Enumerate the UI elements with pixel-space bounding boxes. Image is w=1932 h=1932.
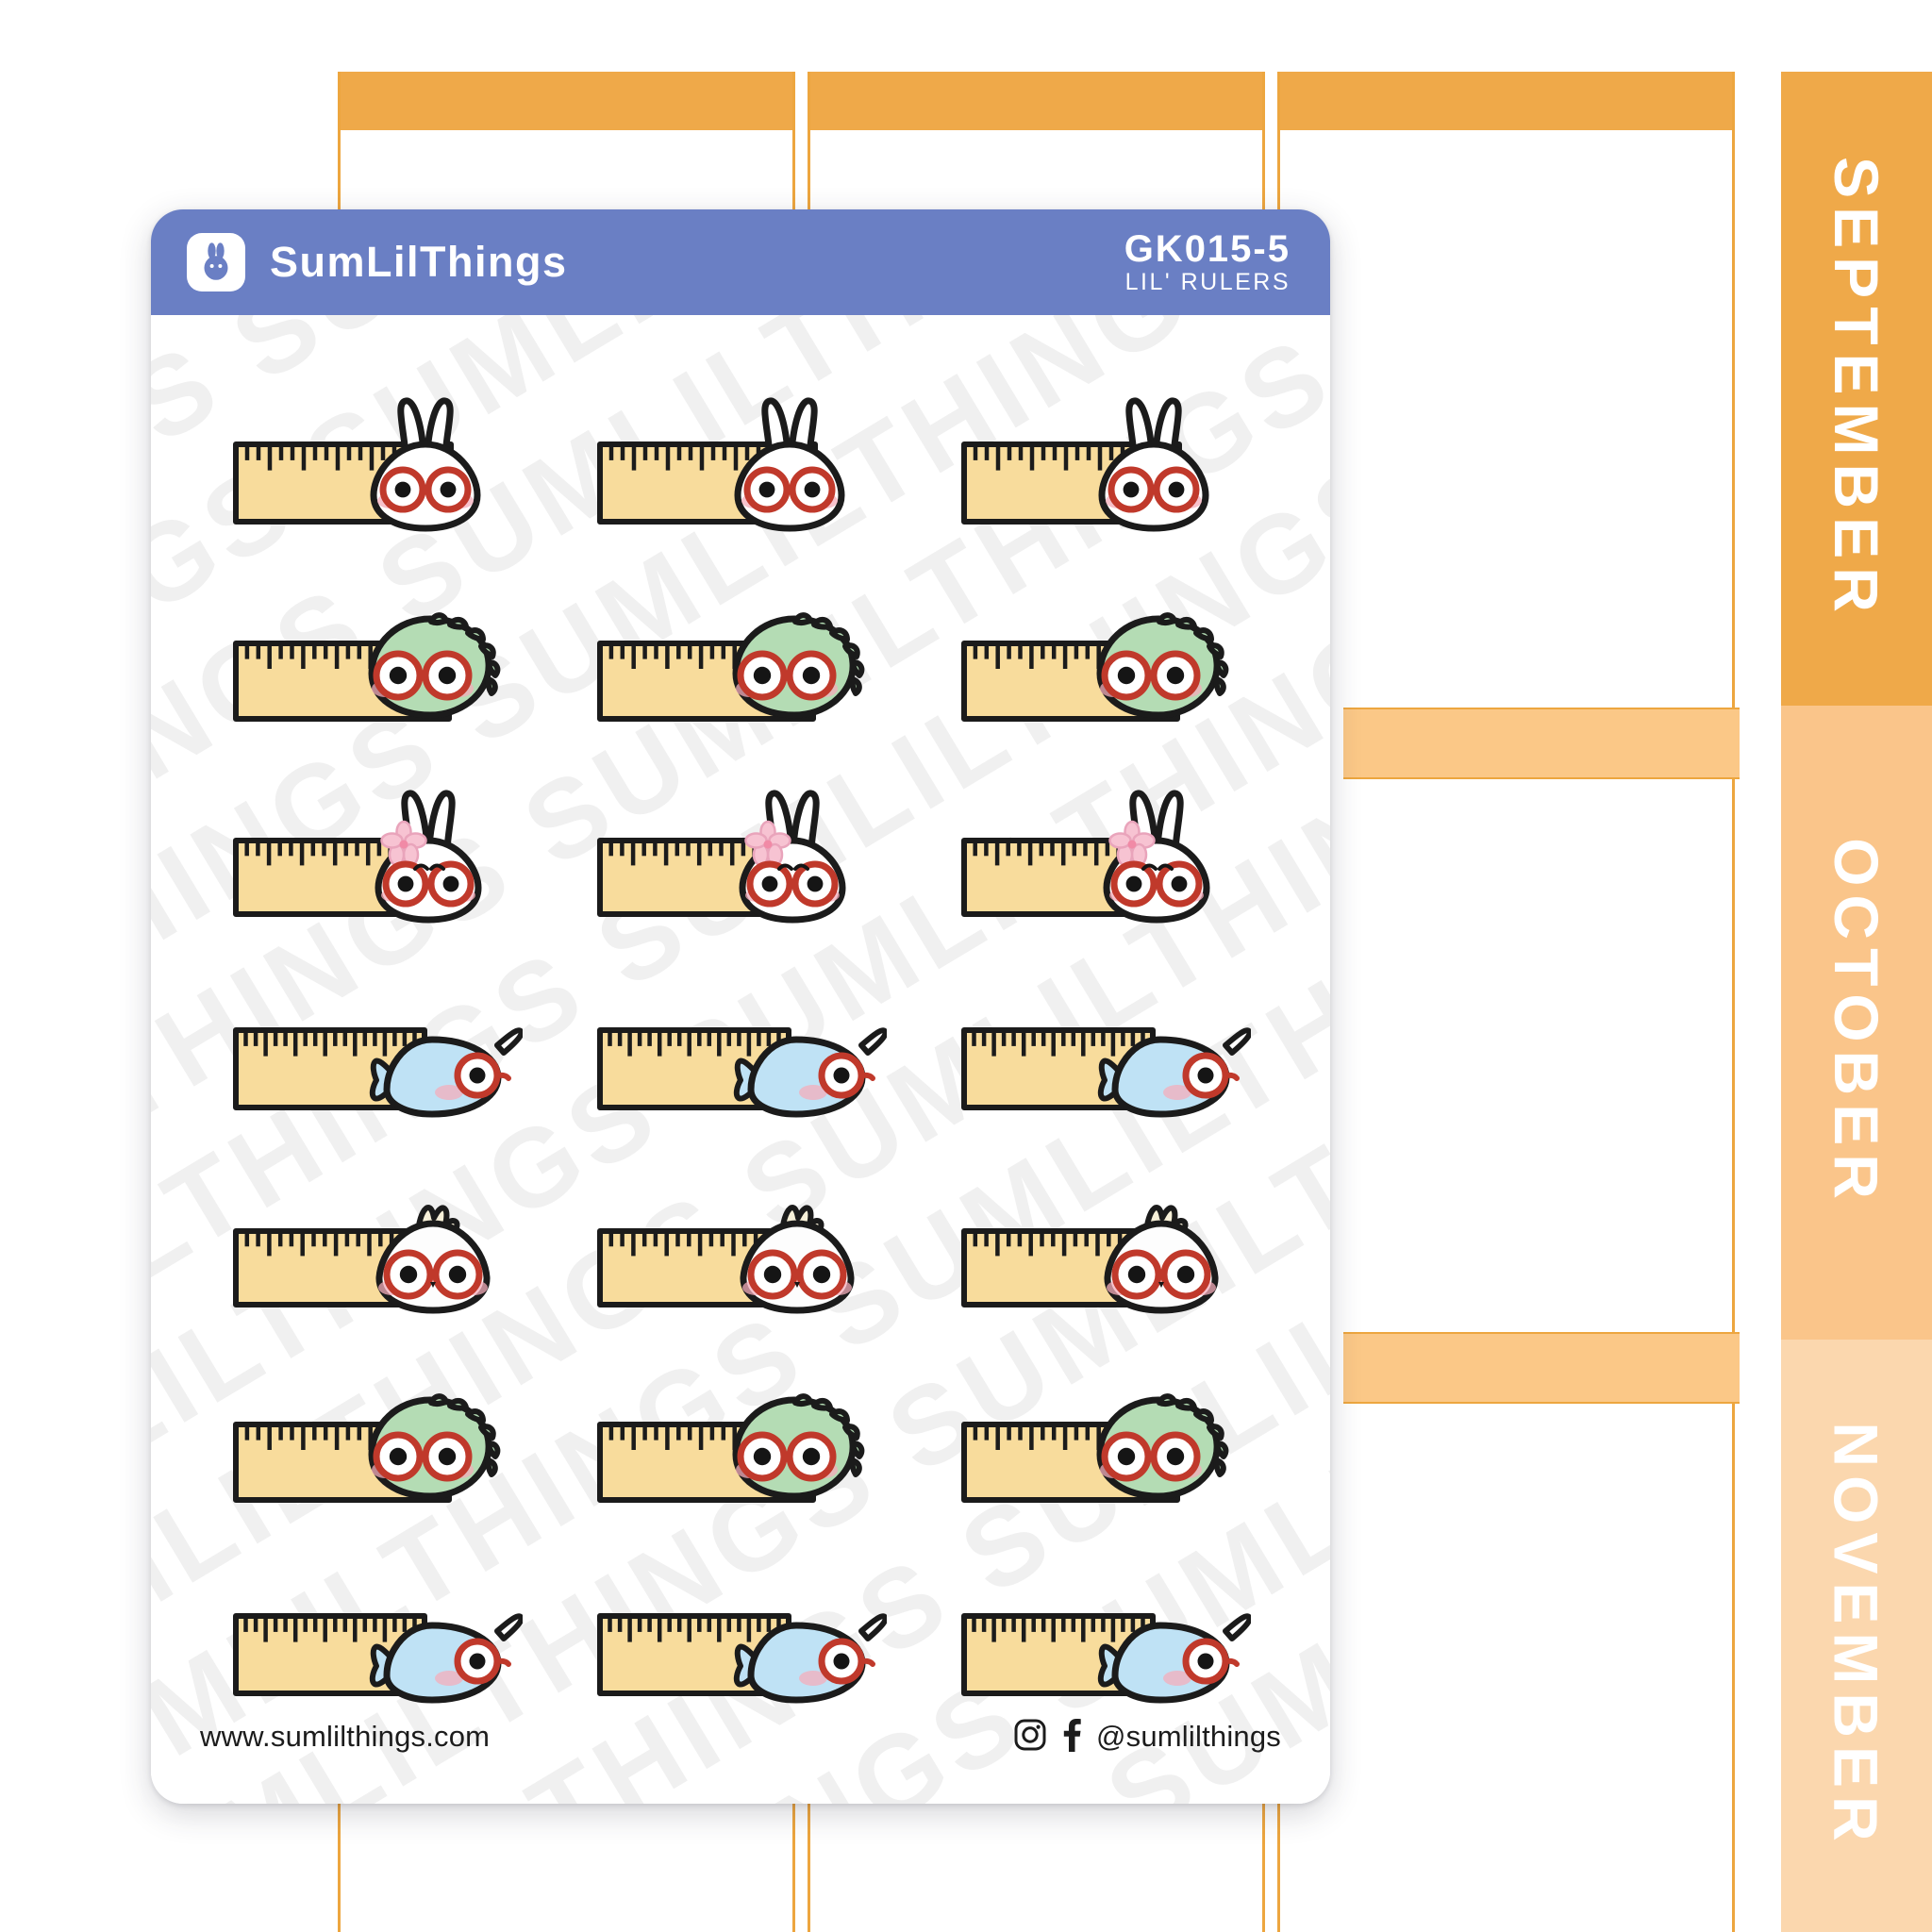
planner-column-tab-3: [1277, 72, 1735, 130]
social-handle: @sumlilthings: [1095, 1720, 1281, 1753]
sticker-bunny-glasses[interactable]: [558, 368, 923, 563]
sticker-narwhal-monocle[interactable]: [194, 954, 558, 1149]
sticker-grid: [151, 315, 1330, 1735]
sticker-bunny-glasses[interactable]: [194, 368, 558, 563]
sticker-sheet-body: SUMLILTHINGS SUMLILTHINGS SUMLILTHINGS S…: [151, 315, 1330, 1804]
month-tab-label: OCTOBER: [1822, 838, 1891, 1208]
sticker-chick-glasses[interactable]: [194, 1149, 558, 1344]
sticker-dino-glasses[interactable]: [194, 1344, 558, 1540]
sku-code: GK015-5: [1124, 227, 1291, 270]
sticker-dino-glasses[interactable]: [194, 563, 558, 758]
sticker-dino-glasses[interactable]: [923, 1344, 1287, 1540]
brand-name: SumLilThings: [270, 238, 568, 286]
planner-column-tab-2: [808, 72, 1265, 130]
sticker-sheet-header: SumLilThings GK015-5 LIL' RULERS: [151, 209, 1330, 315]
sticker-dino-glasses[interactable]: [923, 563, 1287, 758]
sticker-chick-glasses[interactable]: [558, 1149, 923, 1344]
sku-title: LIL' RULERS: [1124, 269, 1291, 296]
sticker-narwhal-monocle[interactable]: [923, 1540, 1287, 1735]
sticker-narwhal-monocle[interactable]: [558, 954, 923, 1149]
planner-row-band-2: [1343, 1332, 1740, 1404]
sticker-dino-glasses[interactable]: [558, 563, 923, 758]
month-tab-october[interactable]: OCTOBER: [1781, 706, 1932, 1340]
planner-divider-6: [1732, 72, 1735, 1932]
sticker-sheet-footer: www.sumlilthings.com @sumlilthings: [151, 1690, 1330, 1804]
facebook-icon: [1060, 1718, 1083, 1757]
sticker-dino-glasses[interactable]: [558, 1344, 923, 1540]
website-url: www.sumlilthings.com: [200, 1720, 491, 1753]
month-tab-label: SEPTEMBER: [1822, 157, 1892, 621]
month-tab-september[interactable]: SEPTEMBER: [1781, 72, 1932, 706]
sticker-chick-glasses[interactable]: [923, 1149, 1287, 1344]
sticker-sheet[interactable]: SumLilThings GK015-5 LIL' RULERS SUMLILT…: [151, 209, 1330, 1804]
sticker-bunny-glasses[interactable]: [923, 368, 1287, 563]
bunny-logo-icon: [187, 233, 245, 291]
sticker-narwhal-monocle[interactable]: [558, 1540, 923, 1735]
sticker-bunny-flower[interactable]: [558, 758, 923, 954]
sku-block: GK015-5 LIL' RULERS: [1124, 227, 1291, 296]
month-tab-label: NOVEMBER: [1822, 1422, 1891, 1850]
month-tab-november[interactable]: NOVEMBER: [1781, 1340, 1932, 1932]
planner-row-band-1: [1343, 708, 1740, 779]
sticker-bunny-flower[interactable]: [923, 758, 1287, 954]
sticker-narwhal-monocle[interactable]: [194, 1540, 558, 1735]
instagram-icon: [1013, 1718, 1047, 1757]
social-block: @sumlilthings: [1013, 1718, 1281, 1757]
sticker-bunny-flower[interactable]: [194, 758, 558, 954]
planner-column-tab-1: [338, 72, 795, 130]
brand-block: SumLilThings: [187, 233, 568, 291]
sticker-narwhal-monocle[interactable]: [923, 954, 1287, 1149]
